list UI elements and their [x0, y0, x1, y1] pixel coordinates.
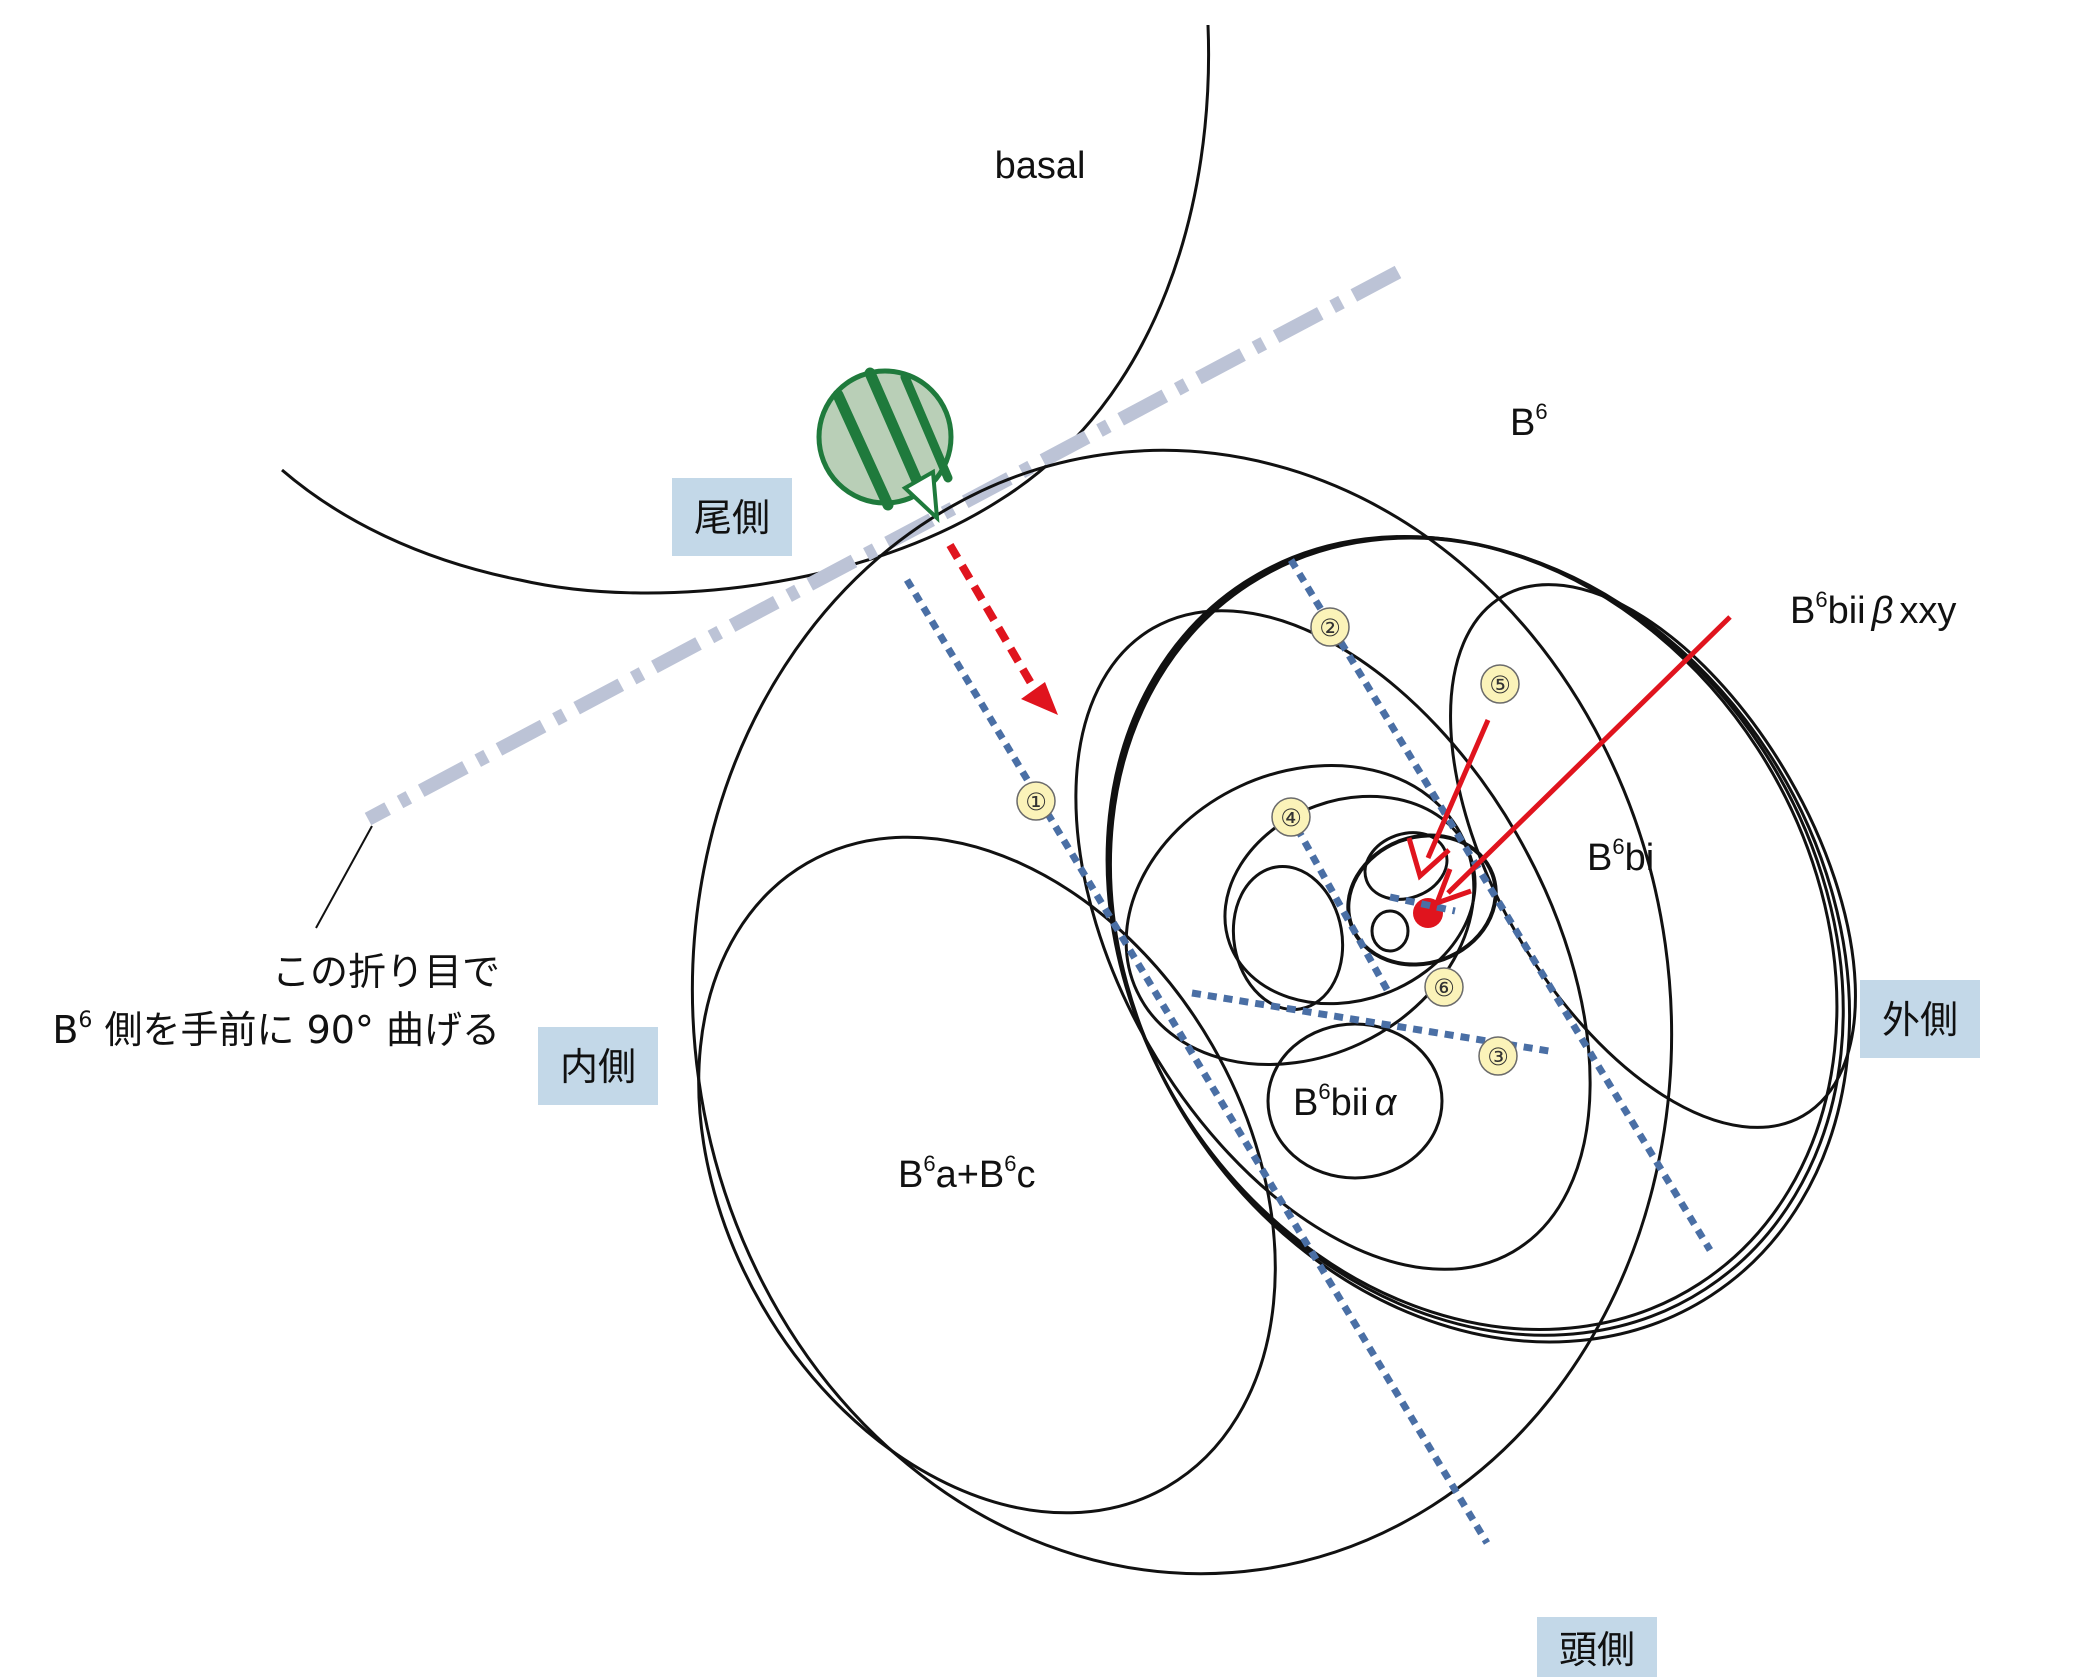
b6-outer-circle	[690, 448, 1674, 1576]
fold-note-leader	[315, 825, 373, 929]
svg-text:⑤: ⑤	[1489, 671, 1511, 699]
number-marker-6: ⑥	[1424, 967, 1464, 1007]
side-box-head	[1537, 1617, 1657, 1677]
segment-line-2	[1288, 558, 1713, 1252]
side-label-head: 頭側	[1559, 1628, 1635, 1672]
b6bii-beta-inner	[1346, 833, 1498, 967]
b6bii-beta-small-2	[1370, 909, 1410, 953]
b6bii-beta-left	[1231, 864, 1345, 1012]
side-box-inner	[538, 1027, 658, 1105]
b6bii-beta-ring	[1223, 794, 1477, 1006]
bend-direction-arrow	[946, 542, 1039, 693]
b6bii-region	[1074, 609, 1592, 1271]
label-b6: B6	[1510, 399, 1548, 444]
bend-direction-arrowhead	[1021, 682, 1058, 715]
side-label-outer: 外側	[1882, 998, 1958, 1042]
b6b-outline-3	[1108, 536, 1852, 1344]
b6bii-alpha-region	[1266, 1022, 1444, 1180]
number-marker-4: ④	[1271, 797, 1311, 837]
label-b6a-b6c: B6a+B6c	[898, 1151, 1036, 1196]
label-b6bi: B6bi	[1587, 834, 1654, 879]
segment-line-1	[904, 578, 1490, 1545]
number-marker-2: ②	[1310, 607, 1350, 647]
label-basal: basal	[995, 145, 1086, 187]
number-marker-5: ⑤	[1480, 664, 1520, 704]
side-box-tail	[672, 478, 792, 556]
fold-note-line2: B6 側を手前に 90° 曲げる	[52, 1008, 500, 1052]
svg-text:⑥: ⑥	[1433, 974, 1455, 1002]
side-label-inner: 内側	[560, 1045, 636, 1089]
fold-line	[364, 265, 1402, 826]
bronchus-marker-icon	[816, 367, 954, 524]
b6b-outline-1	[1105, 535, 1839, 1331]
b6a-b6c-region	[697, 835, 1277, 1515]
arrow-5-head	[1406, 837, 1451, 881]
svg-text:②: ②	[1319, 614, 1341, 642]
number-marker-3: ③	[1478, 1036, 1518, 1076]
number-marker-1: ①	[1016, 781, 1056, 821]
arrow-5-pointer	[1425, 719, 1491, 859]
arrow-xxy-head	[1432, 868, 1472, 908]
svg-text:①: ①	[1025, 788, 1047, 816]
segment-line-6	[1389, 893, 1456, 915]
side-box-outer	[1860, 980, 1980, 1058]
svg-text:④: ④	[1280, 804, 1302, 832]
fold-note-line1: この折り目で	[272, 950, 500, 994]
side-label-tail: 尾側	[694, 496, 770, 540]
svg-text:③: ③	[1487, 1043, 1509, 1071]
arrow-xxy-pointer	[1446, 615, 1732, 895]
